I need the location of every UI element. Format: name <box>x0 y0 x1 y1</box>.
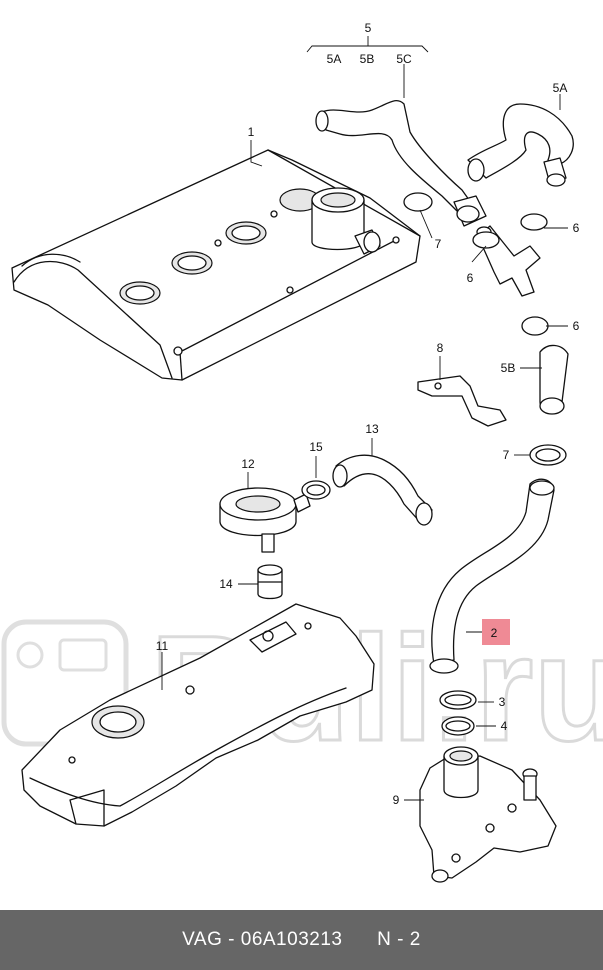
label-1: 1 <box>248 125 255 139</box>
part-3-ring <box>439 690 477 710</box>
leader-lines <box>161 36 568 801</box>
label-12: 12 <box>241 457 255 471</box>
part-1-cylinder-head-cover <box>11 149 421 381</box>
label-5a-top: 5A <box>327 52 342 66</box>
parts-diagram: Ruli.ru <box>1 21 603 883</box>
part-8-bracket <box>417 375 507 427</box>
part-4-o-ring <box>441 716 475 736</box>
footer-gap <box>342 929 377 951</box>
label-2-highlight <box>482 619 510 645</box>
label-8: 8 <box>437 341 444 355</box>
label-6b: 6 <box>467 271 474 285</box>
label-15: 15 <box>309 440 323 454</box>
footer-bar: VAG - 06A103213 N - 2 <box>0 910 603 970</box>
part-9-connection-housing <box>419 746 557 883</box>
part-reference: VAG - 06A103213 <box>182 929 343 950</box>
label-5: 5 <box>365 21 372 35</box>
part-labels: 5 5A 5B 5C 5A 1 6 6 6 7 8 5B 7 13 15 12 … <box>156 21 580 807</box>
label-14: 14 <box>219 577 233 591</box>
label-6a: 6 <box>573 221 580 235</box>
label-5c-top: 5C <box>396 52 412 66</box>
part-14-grommet <box>257 564 283 600</box>
label-11: 11 <box>156 639 169 653</box>
label-2[interactable]: 2 <box>491 626 498 640</box>
part-11-cylinder-head-cover-lower <box>21 603 375 827</box>
label-3: 3 <box>499 695 506 709</box>
label-5a-right: 5A <box>553 81 568 95</box>
label-7a: 7 <box>435 237 442 251</box>
diagram-position: N - 2 <box>377 929 421 950</box>
label-5b-mid: 5B <box>501 361 516 375</box>
part-15-hose-clamp <box>301 480 331 500</box>
label-13: 13 <box>365 422 379 436</box>
part-2-breather-hose[interactable] <box>429 478 555 674</box>
part-5-hose-assembly <box>315 100 574 466</box>
label-4: 4 <box>501 719 508 733</box>
part-13-hose <box>332 454 433 526</box>
label-5b-top: 5B <box>360 52 375 66</box>
label-7b: 7 <box>503 448 510 462</box>
part-12-pressure-regulating-valve <box>219 487 311 553</box>
label-6c: 6 <box>573 319 580 333</box>
label-9: 9 <box>393 793 400 807</box>
